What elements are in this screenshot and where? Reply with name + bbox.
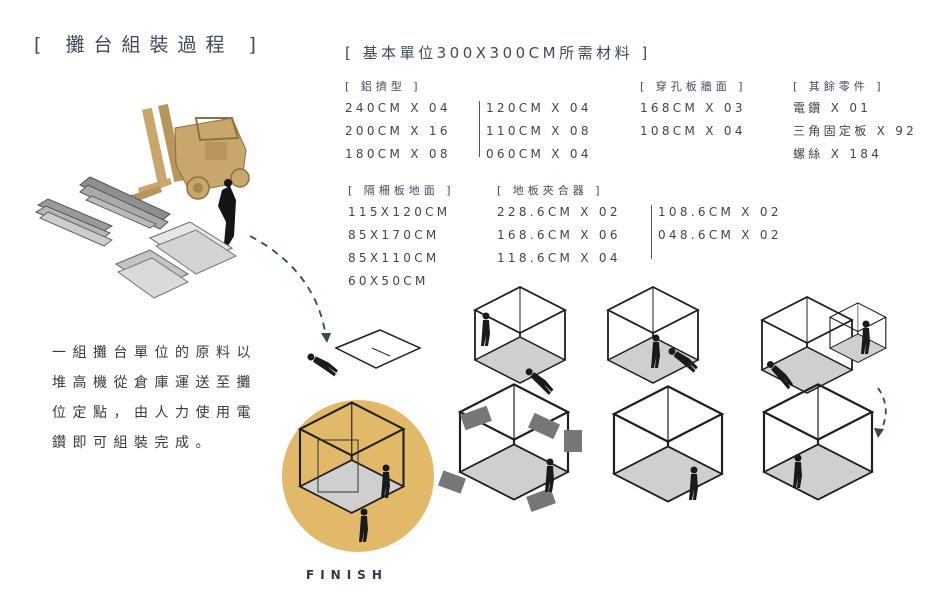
aluminum-row: 200CM X 16 (345, 124, 451, 138)
step-3-frame (607, 286, 699, 384)
perforated-row: 168CM X 03 (640, 101, 746, 115)
aluminum-row: 180CM X 08 (345, 147, 451, 161)
aluminum-col1: 240CM X 04 200CM X 16 180CM X 08 (345, 97, 451, 166)
aluminum-header: [ 鋁擠型 ] (345, 80, 422, 93)
floor-clamp-header: [ 地板夾合器 ] (497, 184, 604, 197)
step-8-frame (762, 383, 874, 501)
step-6-walls (437, 383, 582, 512)
arrow-head-icon (321, 333, 331, 343)
finish-label: FINISH (306, 568, 388, 582)
forklift-illustration (128, 103, 250, 204)
grating-list: 115X120CM 85X170CM 85X110CM 60X50CM (348, 201, 450, 293)
floor-clamp-row: 048.6CM X 02 (658, 228, 782, 242)
aluminum-row: 110CM X 08 (486, 124, 592, 138)
aluminum-row: 060CM X 04 (486, 147, 592, 161)
aluminum-row: 240CM X 04 (345, 101, 451, 115)
arrow-head-icon (874, 428, 884, 438)
floor-clamp-row: 108.6CM X 02 (658, 205, 782, 219)
floor-clamp-row: 168.6CM X 06 (497, 228, 621, 242)
perforated-list: 168CM X 03 108CM X 04 (640, 97, 746, 143)
aluminum-row: 120CM X 04 (486, 101, 592, 115)
floor-clamp-col2: 108.6CM X 02 048.6CM X 02 (658, 201, 782, 247)
column-divider (479, 101, 480, 157)
perforated-row: 108CM X 04 (640, 124, 746, 138)
step-1-floor (305, 329, 422, 377)
flow-arrow (249, 235, 327, 339)
others-row: 螺絲 X 184 (793, 147, 883, 161)
worker-figure (218, 179, 236, 246)
step-4-frame (761, 296, 887, 394)
floor-clamp-col1: 228.6CM X 02 168.6CM X 06 118.6CM X 04 (497, 201, 621, 270)
step-2-frame (474, 286, 566, 395)
flow-arrow (877, 387, 887, 433)
materials-subtitle: [ 基本單位300X300CM所需材料 ] (345, 44, 651, 62)
perforated-header: [ 穿孔板牆面 ] (640, 80, 747, 93)
finish-step (282, 400, 434, 552)
process-description: 一組攤台單位的原料以堆高機從倉庫運送至攤位定點，由人力使用電鑽即可組裝完成。 (52, 345, 257, 451)
grating-row: 115X120CM (348, 205, 451, 219)
floor-clamp-row: 228.6CM X 02 (497, 205, 621, 219)
grating-header: [ 隔柵板地面 ] (348, 184, 455, 197)
material-stacks (34, 176, 238, 299)
aluminum-col2: 120CM X 04 110CM X 08 060CM X 04 (486, 97, 592, 166)
others-list: 電鑽 X 01 三角固定板 X 92 螺絲 X 184 (793, 97, 917, 166)
grating-row: 85X110CM (348, 251, 440, 265)
others-row: 電鑽 X 01 (793, 101, 872, 115)
step-7-frame (612, 385, 724, 503)
others-header: [ 其餘零件 ] (793, 80, 885, 93)
others-row: 三角固定板 X 92 (793, 124, 918, 138)
page-title: [ 攤台組裝過程 ] (34, 34, 265, 56)
floor-clamp-row: 118.6CM X 04 (497, 251, 621, 265)
column-divider (651, 205, 652, 259)
grating-row: 60X50CM (348, 274, 429, 288)
grating-row: 85X170CM (348, 228, 440, 242)
